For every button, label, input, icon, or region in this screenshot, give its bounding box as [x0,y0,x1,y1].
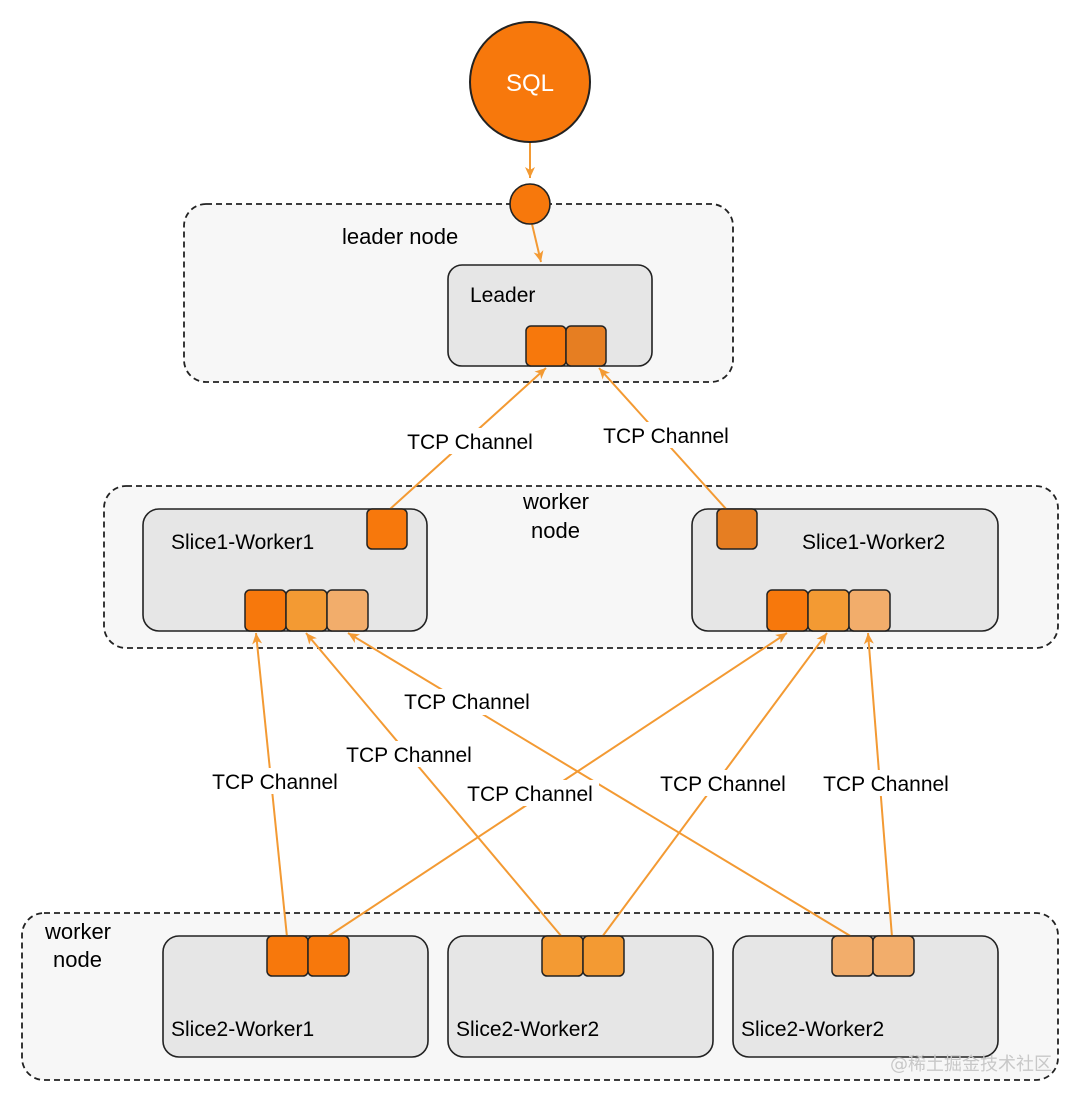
slice2-worker2-b-port-2 [872,935,915,977]
slice2-worker1-port-1 [266,935,309,977]
slice1-worker1-in-port-2 [285,589,328,632]
slice2-worker1-port-2 [307,935,350,977]
leader-port-1 [525,325,567,367]
sql-label: SQL [506,70,554,97]
worker-node-group-label-bottom-line2: node [53,947,102,972]
worker-node-group-label-middle-line1: worker [522,489,589,514]
slice1-worker2-out-port [716,508,758,550]
leader-port-2 [565,325,607,367]
edge-s2w2b-to-s1w1 [347,632,853,938]
edge-entry-to-leader [531,223,544,263]
slice1-worker1-label: Slice1-Worker1 [171,531,314,554]
slice2-worker1-label: Slice2-Worker1 [171,1018,314,1041]
slice2-worker2-a-port-2 [582,935,625,977]
slice2-worker2-b-port-1 [831,935,874,977]
edge-label-6: TCP Channel [461,780,599,806]
edge-label-4-text: TCP Channel [346,744,472,767]
slice1-worker1-in-port-1 [244,589,287,632]
slice1-worker1-in-port-3 [326,589,369,632]
edge-label-2-text: TCP Channel [603,425,729,448]
edge-label-8: TCP Channel [817,770,955,796]
edge-label-5: TCP Channel [206,768,344,794]
watermark: @稀土掘金技术社区 [890,1054,1052,1075]
slice2-worker2-a-port-1 [541,935,584,977]
slice1-worker2-in-port-1 [766,589,809,632]
worker-node-group-label-middle-line2: node [531,518,580,543]
edge-label-1: TCP Channel [401,428,539,454]
leader-entry-point [509,183,551,225]
edge-label-8-text: TCP Channel [823,773,949,796]
edge-label-4: TCP Channel [340,741,478,767]
edge-label-2: TCP Channel [597,422,735,448]
leader-node-group-label: leader node [342,224,458,249]
edge-label-7-text: TCP Channel [660,773,786,796]
slice2-worker2-label-a: Slice2-Worker2 [456,1018,599,1041]
edge-label-3: TCP Channel [398,689,536,715]
edge-label-3-text: TCP Channel [404,691,530,714]
slice1-worker2-in-port-2 [807,589,850,632]
slice1-worker2-label: Slice1-Worker2 [802,531,945,554]
worker-node-group-label-bottom-line1: worker [44,919,111,944]
edge-label-1-text: TCP Channel [407,431,533,454]
sql-circle [469,21,591,143]
edge-label-5-text: TCP Channel [212,771,338,794]
leader-label: Leader [470,284,535,307]
edge-s2w2a-to-s1w1 [305,632,563,938]
edge-label-6-text: TCP Channel [467,783,593,806]
edge-label-7: TCP Channel [654,770,792,796]
slice1-worker2-in-port-3 [848,589,891,632]
slice1-worker1-out-port [366,508,408,550]
slice2-worker2-label-b: Slice2-Worker2 [741,1018,884,1041]
